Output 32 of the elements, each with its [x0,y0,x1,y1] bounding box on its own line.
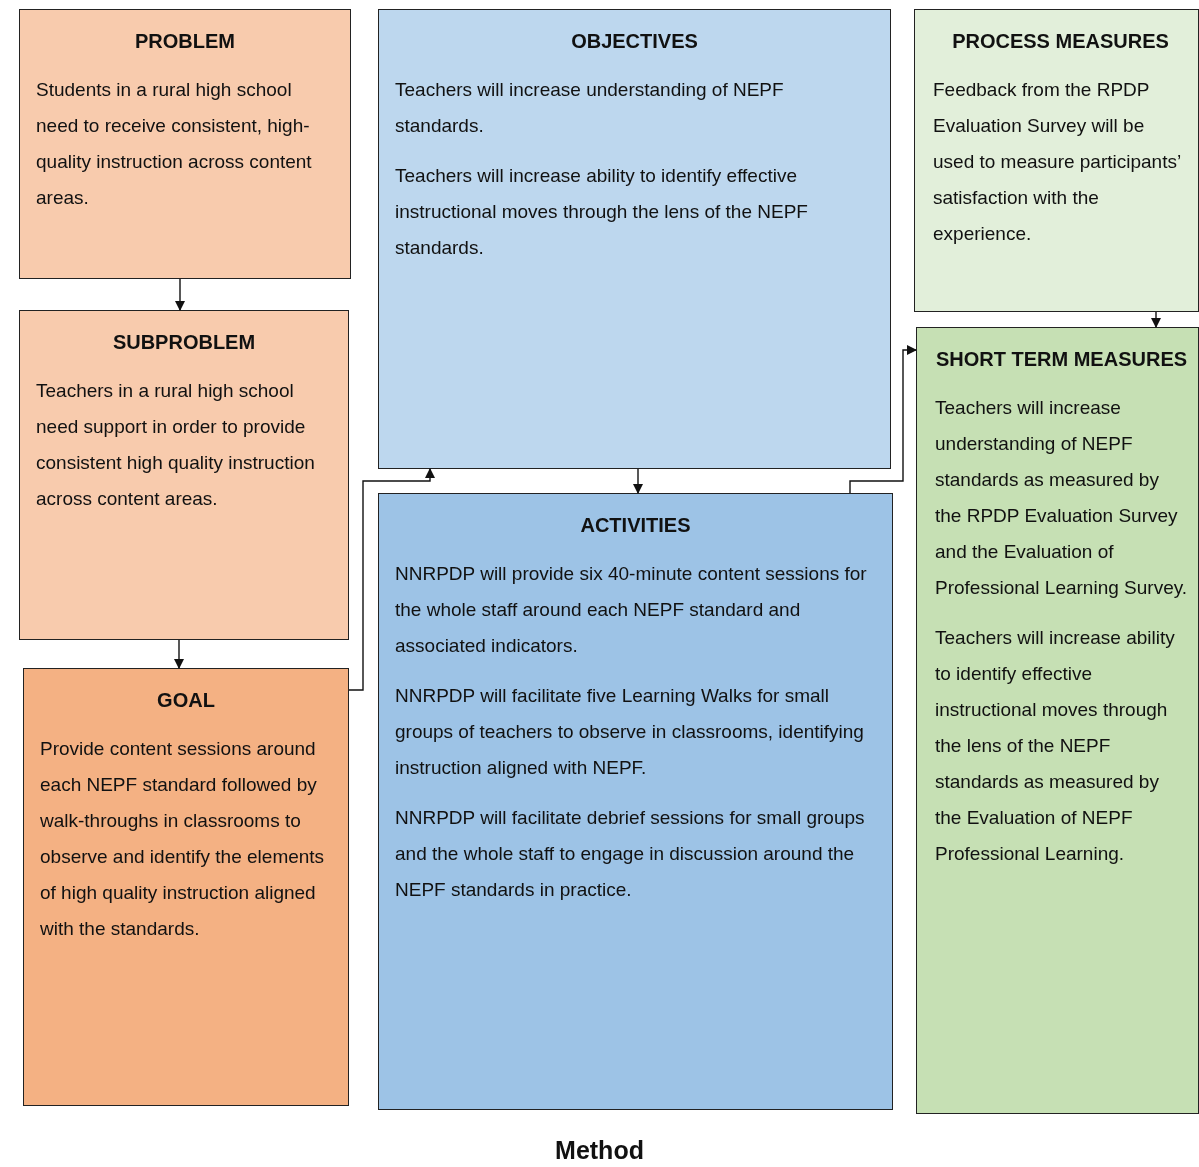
caption: Method [555,1136,644,1165]
box-text: Feedback from the RPDP Evaluation Survey will be used to measure participants’ satisfaction with the experience. [933,78,1182,246]
box-text: Teachers will increase ability to identify effective instructional moves through the lens of the NEPF standards. [395,164,809,260]
box-heading: SHORT TERM MEASURES [935,347,1188,372]
process-box [19,9,351,279]
box-text: Teachers will increase understanding of NEPF standards. [395,78,785,138]
process-box [378,493,893,1110]
arrow [849,345,917,494]
arrow [1151,311,1161,328]
process-box [23,668,349,1106]
arrow [348,468,435,691]
box-text: NNRPDP will facilitate five Learning Walks for small groups of teachers to observe in classrooms, identifying instruction aligned with NEPF. [395,684,865,780]
box-heading: ACTIVITIES [579,513,692,538]
box-heading: GOAL [156,688,216,713]
box-text: NNRPDP will provide six 40-minute content sessions for the whole staff around each NEPF standard and associated indicators. [395,562,868,658]
box-text: Teachers will increase ability to identify effective instructional moves through the lens of the NEPF standards as measured by the Evaluation of NEPF Professional Learning. [935,626,1176,866]
box-text: Provide content sessions around each NEPF standard followed by walk-throughs in classrooms to observe and identify the elements of high quality instruction aligned with the standards. [40,737,326,941]
arrow [174,639,184,669]
box-text: Teachers will increase understanding of NEPF standards as measured by the RPDP Evaluation Survey and the Evaluation of Professional Learning Survey. [935,396,1188,600]
box-heading: SUBPROBLEM [111,330,257,355]
box-text: NNRPDP will facilitate debrief sessions for small groups and the whole staff to engage in discussion around the NEPF standards in practice. [395,806,866,902]
box-text: Teachers in a rural high school need support in order to provide consistent high quality instruction across content areas. [36,379,316,511]
process-box [378,9,891,469]
box-heading: PROBLEM [134,29,236,54]
process-box [916,327,1199,1114]
arrow [633,468,643,494]
box-heading: OBJECTIVES [570,29,699,54]
box-heading: PROCESS MEASURES [951,29,1170,54]
arrow [175,278,185,311]
box-text: Students in a rural high school need to receive consistent, high-quality instruction across content areas. [36,78,313,210]
process-box [19,310,349,640]
process-box [914,9,1199,312]
